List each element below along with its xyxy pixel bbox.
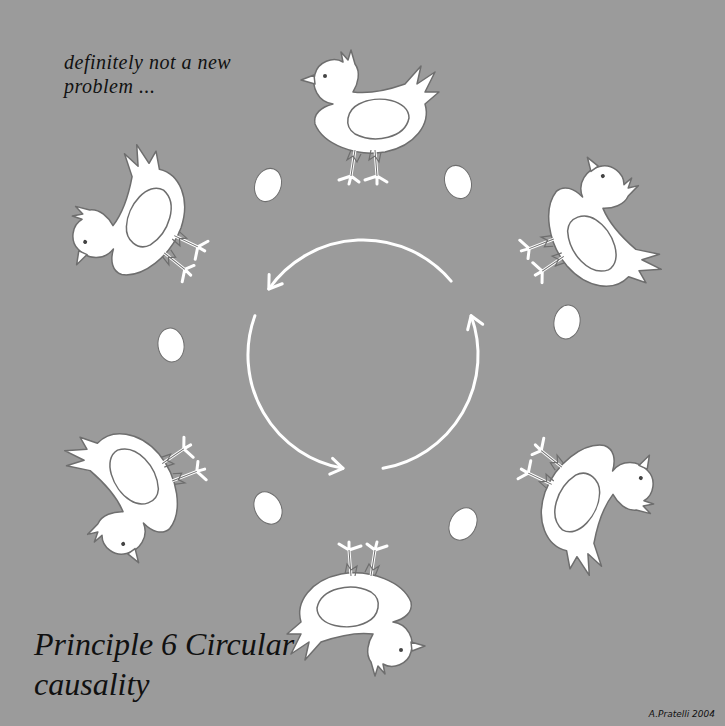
signature: A.Pratelli 2004	[649, 709, 715, 720]
chicken	[287, 542, 425, 676]
cycle-arrows	[248, 240, 478, 468]
note-text: definitely not a new problem ...	[64, 50, 254, 98]
chicken	[490, 403, 675, 590]
chicken	[301, 50, 439, 184]
egg	[156, 326, 186, 363]
title: Principle 6 Circular causality	[34, 624, 296, 704]
egg	[250, 165, 286, 206]
egg	[440, 162, 476, 203]
chickens	[44, 50, 683, 676]
chicken	[51, 130, 236, 317]
eggs	[156, 162, 583, 546]
egg	[551, 303, 583, 341]
egg	[248, 487, 288, 529]
cycle-arrow	[248, 316, 343, 469]
cycle-arrow	[383, 316, 478, 469]
chicken	[497, 142, 682, 329]
cycle-arrow	[269, 240, 451, 289]
egg	[443, 503, 483, 545]
chicken	[44, 391, 229, 578]
